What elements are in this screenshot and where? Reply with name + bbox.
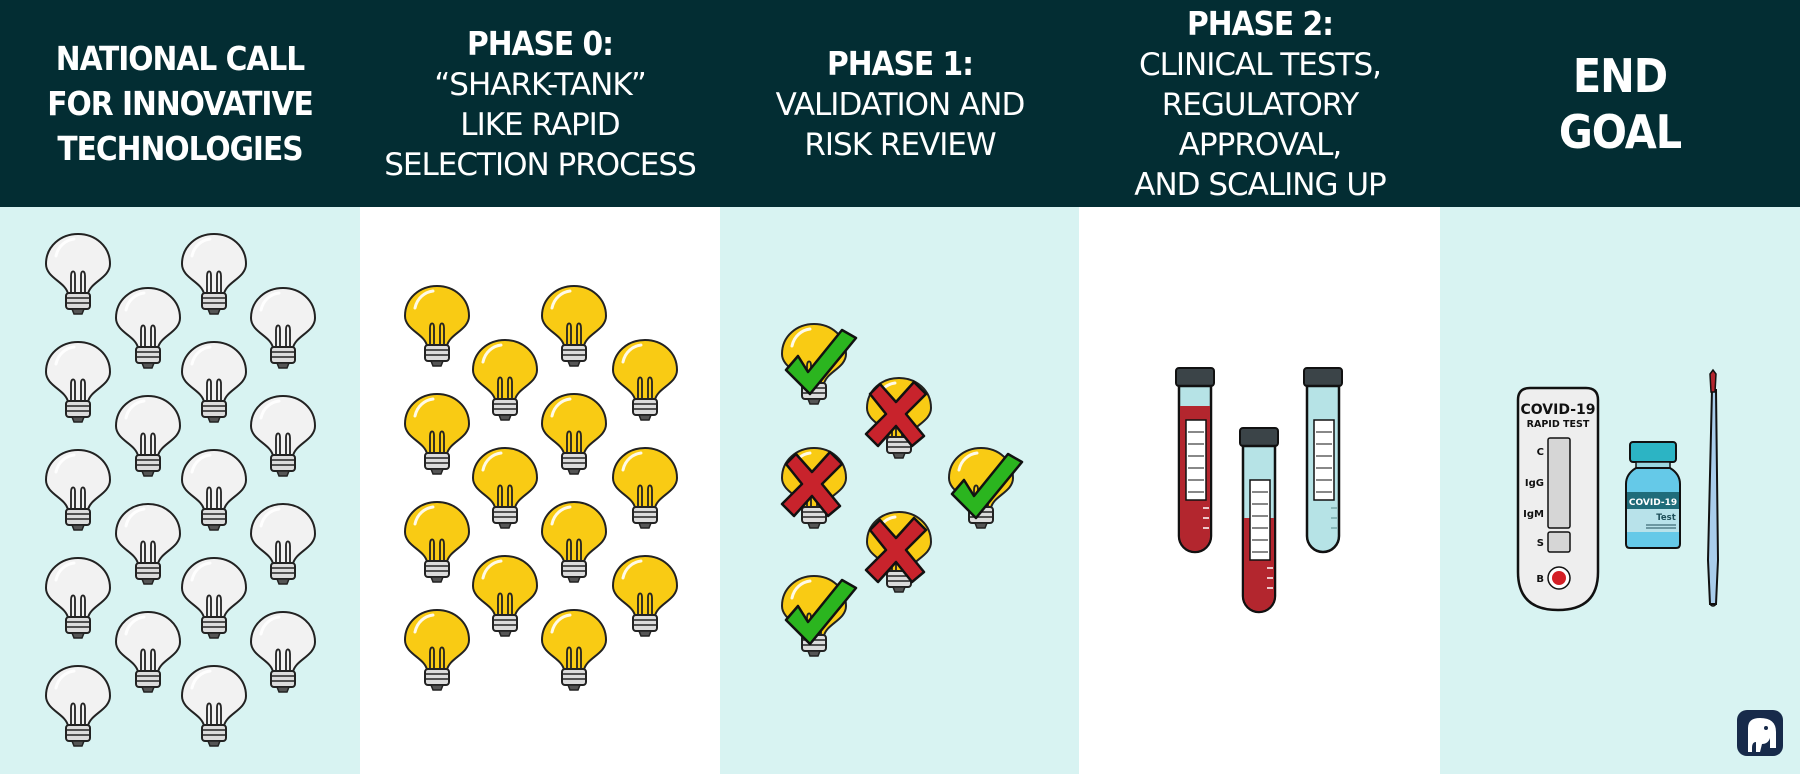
bulb-review-group <box>780 322 1024 658</box>
test-tube-icon <box>1175 367 1215 554</box>
light-bulb-icon <box>403 500 471 584</box>
label-s: S <box>1537 538 1544 549</box>
header-phase-0: Phase 0: “Shark-Tank” like rapid selecti… <box>360 0 720 207</box>
light-bulb-icon <box>114 286 182 370</box>
light-bulb-icon <box>114 502 182 586</box>
subtitle-line: regulatory approval, <box>1161 86 1359 163</box>
header-title: Phase 1: <box>826 43 974 83</box>
light-bulb-icon <box>249 502 317 586</box>
label-b: B <box>1536 574 1544 585</box>
light-bulb-icon <box>249 610 317 694</box>
rapid-test-title: COVID-19 <box>1520 402 1595 418</box>
header-title: Phase 2: <box>1186 3 1334 43</box>
light-bulb-icon <box>180 556 248 640</box>
light-bulb-icon <box>249 286 317 370</box>
light-bulb-icon <box>471 446 539 530</box>
label-igm: IgM <box>1523 509 1544 520</box>
light-bulb-icon <box>471 338 539 422</box>
light-bulb-icon <box>44 664 112 748</box>
header-title: End Goal <box>1558 48 1682 160</box>
light-bulb-icon <box>611 446 679 530</box>
bulb-grid-white <box>44 232 317 748</box>
light-bulb-icon <box>44 232 112 316</box>
panel-end-goal <box>1440 207 1800 774</box>
elephant-logo-icon <box>1737 710 1783 756</box>
light-bulb-icon <box>540 608 608 692</box>
subtitle-line: Clinical tests, <box>1138 46 1382 83</box>
light-bulb-icon <box>44 448 112 532</box>
vial-test-label: Test <box>1656 513 1676 523</box>
subtitle-line: and scaling up <box>1134 166 1387 203</box>
title-line: technologies <box>57 129 303 168</box>
subtitle-line: Validation and <box>775 86 1026 123</box>
light-bulb-icon <box>44 556 112 640</box>
header-bar <box>0 0 1800 207</box>
header-phase-2: Phase 2: Clinical tests, regulatory appr… <box>1080 0 1440 207</box>
light-bulb-icon <box>180 340 248 424</box>
subtitle-line: like rapid <box>460 106 620 143</box>
panel-phase-1 <box>720 207 1079 774</box>
light-bulb-icon <box>540 284 608 368</box>
subtitle-line: selection process <box>384 146 697 183</box>
light-bulb-icon <box>180 232 248 316</box>
light-bulb-icon <box>114 394 182 478</box>
light-bulb-icon <box>540 392 608 476</box>
light-bulb-icon <box>611 338 679 422</box>
label-c: C <box>1537 447 1544 458</box>
light-bulb-icon <box>249 394 317 478</box>
light-bulb-icon <box>403 392 471 476</box>
header-title: Phase 0: <box>466 23 614 63</box>
label-igg: IgG <box>1525 478 1544 489</box>
light-bulb-icon <box>611 554 679 638</box>
title-line: for innovative <box>47 84 314 123</box>
light-bulb-icon <box>540 500 608 584</box>
header-subtitle: Validation and risk review <box>775 85 1026 165</box>
subtitle-line: “Shark-Tank” <box>434 66 647 103</box>
light-bulb-icon <box>471 554 539 638</box>
test-tube-icon <box>1303 367 1343 554</box>
light-bulb-icon <box>44 340 112 424</box>
test-tube-icon <box>1239 427 1279 614</box>
light-bulb-icon <box>114 610 182 694</box>
header-subtitle: Clinical tests, regulatory approval, and… <box>1080 45 1440 205</box>
light-bulb-icon <box>403 608 471 692</box>
rapid-test-subtitle: RAPID TEST <box>1527 419 1590 430</box>
rapid-test-cassette: COVID-19 RAPID TEST C IgG IgM S B <box>1516 386 1600 612</box>
vial-icon: COVID-19 Test <box>1625 441 1681 549</box>
title-line: National call <box>55 39 305 78</box>
illustration-layer: COVID-19 RAPID TEST C IgG IgM S B COVID-… <box>44 232 1783 756</box>
header-end-goal: End Goal <box>1440 0 1800 207</box>
bulb-grid-yellow <box>403 284 679 692</box>
title-line: End <box>1572 48 1668 103</box>
subtitle-line: risk review <box>804 126 996 163</box>
light-bulb-icon <box>403 284 471 368</box>
light-bulb-icon <box>180 664 248 748</box>
vial-label: COVID-19 <box>1629 498 1677 508</box>
header-phase-1: Phase 1: Validation and risk review <box>720 0 1080 207</box>
header-title: National call for innovative technologie… <box>47 36 314 171</box>
swab-icon <box>1706 368 1720 607</box>
header-national-call: National call for innovative technologie… <box>0 0 360 207</box>
header-subtitle: “Shark-Tank” like rapid selection proces… <box>384 65 697 185</box>
light-bulb-icon <box>180 448 248 532</box>
title-line: Goal <box>1558 104 1682 159</box>
